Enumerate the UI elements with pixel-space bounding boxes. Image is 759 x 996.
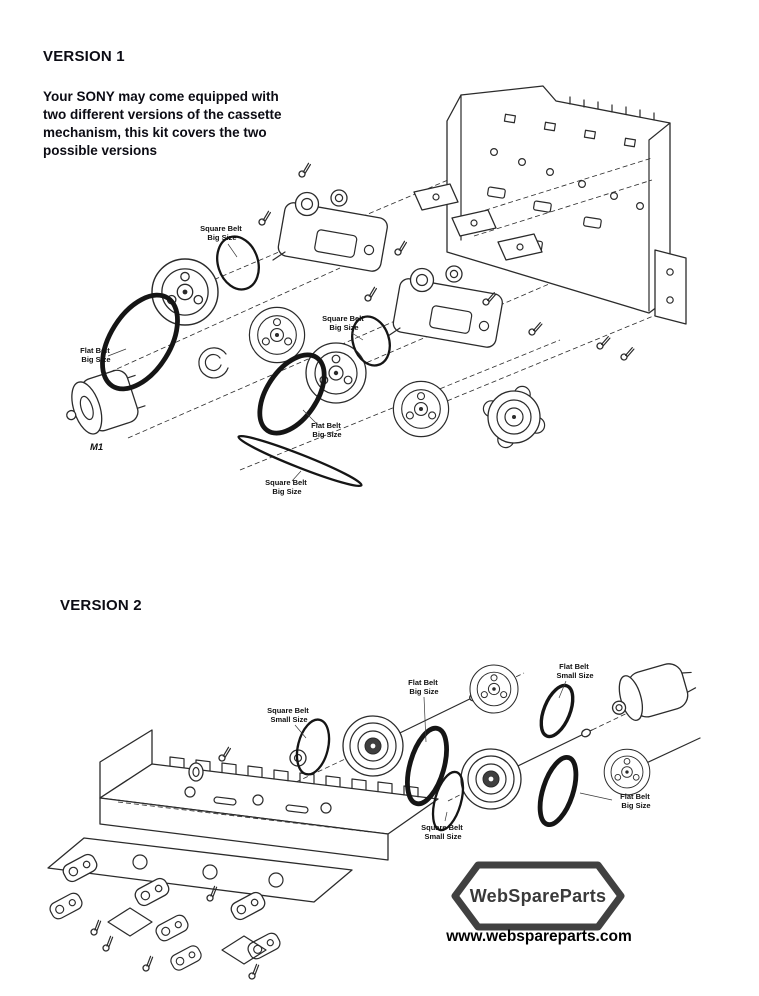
- label-square-belt-bottom: Square Belt Big Size: [265, 478, 309, 496]
- pulley-large-left: [151, 258, 219, 326]
- screw: [526, 321, 545, 337]
- screw: [295, 162, 315, 179]
- screw: [255, 210, 275, 227]
- label-flat-belt-big-right: Flat Belt Big Size: [620, 792, 652, 810]
- deck-hole: [202, 864, 218, 880]
- latch-part: [168, 943, 204, 973]
- square-belt-big-2: [351, 315, 391, 367]
- label-square-belt-small-left: Square Belt Small Size: [267, 706, 311, 724]
- version1-description: Your SONY may come equipped with two dif…: [43, 88, 353, 160]
- flat-belt-small: [539, 683, 575, 739]
- logo-text: WebSpareParts: [470, 886, 607, 906]
- screw: [245, 963, 264, 981]
- deck-hole: [132, 854, 148, 870]
- flywheel-2: [460, 748, 522, 810]
- chassis-v2: [99, 729, 439, 861]
- screw: [139, 955, 158, 973]
- flat-belt-big-v2-1: [405, 725, 449, 807]
- square-belt-small-1: [295, 718, 331, 776]
- label-motor-m1: M1: [90, 442, 103, 453]
- latch-part: [228, 889, 268, 923]
- shaft-collar: [198, 347, 229, 379]
- flat-belt-big-1: [100, 292, 180, 392]
- label-flat-belt-left: Flat Belt Big Size: [80, 346, 112, 364]
- square-belt-big-1: [216, 235, 260, 291]
- version1-title: VERSION 1: [43, 48, 125, 65]
- description-line: possible versions: [43, 143, 158, 159]
- screw: [215, 746, 235, 763]
- flat-belt-big-2: [257, 352, 327, 436]
- description-line: Your SONY may come equipped with: [43, 89, 279, 104]
- pulley-right: [392, 380, 450, 438]
- mechanism-assembly-1: [272, 189, 390, 274]
- screw: [594, 335, 613, 351]
- website-url: www.webspareparts.com: [446, 928, 632, 945]
- version1-diagram: Square Belt Big Size Flat Belt Big Size …: [66, 85, 687, 496]
- version1-labels: Square Belt Big Size Flat Belt Big Size …: [80, 224, 366, 496]
- shaft-collar: [581, 728, 591, 738]
- gear-wheel: [482, 385, 546, 449]
- version2-diagram: Square Belt Small Size Flat Belt Big Siz…: [47, 662, 701, 981]
- screw: [361, 286, 381, 303]
- pad-plate: [221, 935, 267, 965]
- logo-canvas: WebSpareParts: [451, 861, 625, 931]
- rear-chassis-plate: [446, 85, 687, 325]
- flat-belt-big-v2-2: [537, 754, 579, 828]
- motor-v2: [611, 663, 697, 721]
- logo-hexagon: [451, 861, 625, 931]
- description-line: mechanism, this kit covers the two: [43, 125, 267, 141]
- screw: [391, 240, 411, 257]
- screw: [618, 346, 637, 362]
- label-flat-belt-mid: Flat Belt Big Size: [311, 421, 343, 439]
- pulley-right-v2: [603, 748, 651, 796]
- latch-part: [245, 930, 283, 962]
- label-square-belt-small-bottom: Square Belt Small Size: [421, 823, 465, 841]
- deck-hole: [268, 872, 284, 888]
- label-square-belt-top: Square Belt Big Size: [200, 224, 244, 242]
- description-line: two different versions of the cassette: [43, 107, 282, 123]
- webspareparts-logo: WebSpareParts: [448, 858, 628, 934]
- version2-title: VERSION 2: [60, 597, 142, 614]
- motor-m1: [66, 369, 146, 435]
- screw: [99, 935, 118, 953]
- mechanism-assembly-2: [387, 265, 505, 350]
- screw: [87, 919, 106, 937]
- latch-part: [47, 890, 85, 922]
- pulley-top: [469, 664, 519, 714]
- flywheel-1: [342, 715, 404, 777]
- lower-deck: [47, 837, 353, 903]
- mounting-brackets: [413, 183, 543, 261]
- label-square-belt-mid: Square Belt Big Size: [322, 314, 366, 332]
- latch-part: [153, 912, 191, 944]
- guide-roller: [188, 762, 204, 782]
- square-belt-big-3: [237, 434, 363, 488]
- label-flat-belt-big-top: Flat Belt Big Size: [408, 678, 440, 696]
- pulley-mid-1: [248, 306, 306, 364]
- label-flat-belt-small: Flat Belt Small Size: [556, 662, 593, 680]
- square-belt-small-2: [431, 770, 465, 832]
- version2-labels: Square Belt Small Size Flat Belt Big Siz…: [267, 662, 652, 841]
- pad-plate: [107, 907, 153, 937]
